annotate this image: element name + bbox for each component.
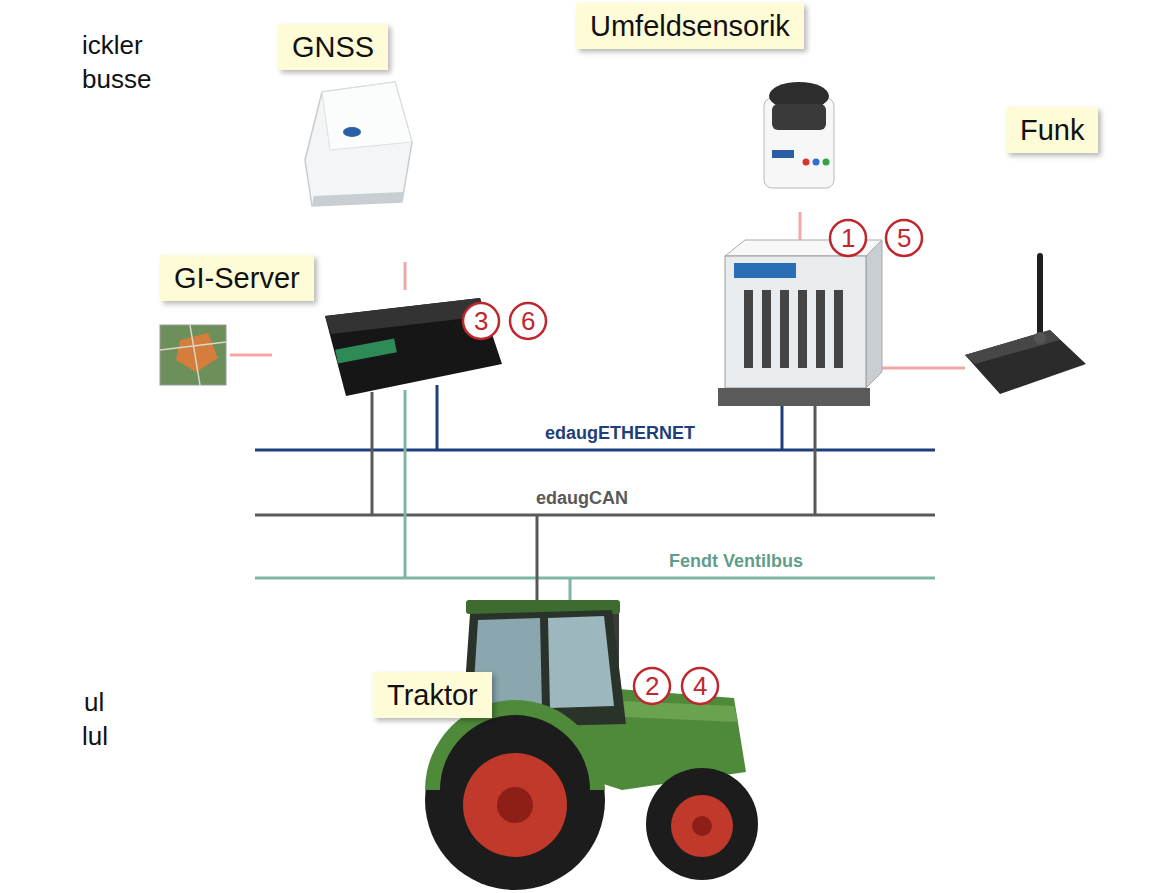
gnss-receiver — [305, 82, 412, 206]
autobox — [762, 290, 771, 368]
cropped-text: ickler — [82, 31, 143, 60]
label-box: GI-Server — [160, 255, 314, 301]
map-thumbnail — [160, 325, 226, 385]
device-wire — [880, 367, 965, 370]
callout-circle — [510, 303, 546, 339]
bus-wire — [372, 385, 815, 606]
gnss-receiver — [343, 127, 361, 137]
radio-modem — [1034, 332, 1046, 344]
callout-number: 2 — [645, 673, 659, 699]
tractor — [548, 616, 614, 708]
callout-circle — [463, 303, 499, 339]
box-label: Traktor — [387, 677, 478, 713]
laser-scanner — [772, 150, 794, 158]
bus-name: edaugCAN — [536, 489, 628, 509]
autobox — [780, 290, 789, 368]
bus-line — [255, 514, 935, 517]
laser-scanner — [772, 104, 826, 130]
autobox — [834, 290, 843, 368]
tractor — [425, 600, 758, 890]
map-thumbnail — [160, 325, 226, 385]
label-box: Umfeldsensorik — [576, 3, 804, 49]
bus-line — [255, 449, 935, 452]
laser-scanner — [764, 82, 834, 188]
box-label: GNSS — [292, 29, 374, 65]
cropped-text: lul — [82, 722, 108, 751]
autobox — [866, 240, 882, 388]
gi-server-ecu — [325, 298, 502, 396]
tractor — [671, 795, 733, 857]
callout-number: 4 — [693, 673, 707, 699]
cropped-text: busse — [82, 65, 151, 94]
device-wire — [404, 262, 407, 290]
bus-line — [255, 577, 935, 580]
autobox — [718, 388, 870, 406]
autobox — [744, 290, 753, 368]
gi-server-ecu — [335, 338, 397, 363]
gi-server-ecu — [325, 298, 502, 396]
callout-number: 5 — [897, 225, 911, 251]
box-label: Umfeldsensorik — [590, 8, 790, 44]
callout-circle — [682, 668, 718, 704]
autobox — [718, 240, 882, 406]
bus-wire — [436, 385, 439, 450]
laser-scanner — [803, 159, 810, 166]
callout-circle — [830, 220, 866, 256]
laser-scanner — [823, 159, 830, 166]
laser-scanner — [764, 98, 834, 188]
callout-number: 3 — [474, 308, 488, 334]
label-box: Funk — [1006, 107, 1098, 153]
autobox — [725, 256, 866, 388]
box-label: GI-Server — [174, 260, 300, 296]
box-label: Funk — [1020, 112, 1084, 148]
radio-modem — [1037, 256, 1043, 338]
callout-circle — [463, 220, 922, 704]
bus-wire — [536, 515, 539, 606]
callout-number: 6 — [521, 308, 535, 334]
tractor — [497, 787, 533, 823]
gi-server-ecu — [325, 298, 486, 334]
gnss-receiver — [322, 82, 412, 150]
device-wire — [799, 212, 802, 244]
bus-name: Fendt Ventilbus — [669, 552, 803, 572]
callout-circle — [886, 220, 922, 256]
radio-modem — [965, 330, 1060, 364]
laser-scanner — [813, 159, 820, 166]
autobox — [816, 290, 825, 368]
gnss-receiver — [312, 192, 404, 206]
bus-wire — [371, 392, 374, 515]
bus-name: edaugETHERNET — [545, 424, 695, 444]
gnss-receiver — [305, 82, 412, 206]
cropped-text: ul — [84, 688, 104, 717]
autobox — [798, 290, 807, 368]
bus-line — [255, 450, 935, 578]
bus-wire — [814, 405, 817, 515]
tractor — [463, 753, 567, 857]
callout-number: 1 — [841, 225, 855, 251]
device-wire — [230, 354, 272, 357]
tractor — [692, 816, 712, 836]
label-box: GNSS — [278, 24, 388, 70]
label-box: Traktor — [373, 672, 492, 718]
autobox — [734, 263, 796, 278]
callout-circle — [634, 668, 670, 704]
map-thumbnail — [160, 325, 226, 385]
tractor — [646, 768, 758, 880]
bus-wire — [781, 405, 784, 450]
radio-modem — [965, 330, 1086, 394]
radio-modem — [965, 256, 1086, 394]
bus-wire — [404, 390, 407, 578]
